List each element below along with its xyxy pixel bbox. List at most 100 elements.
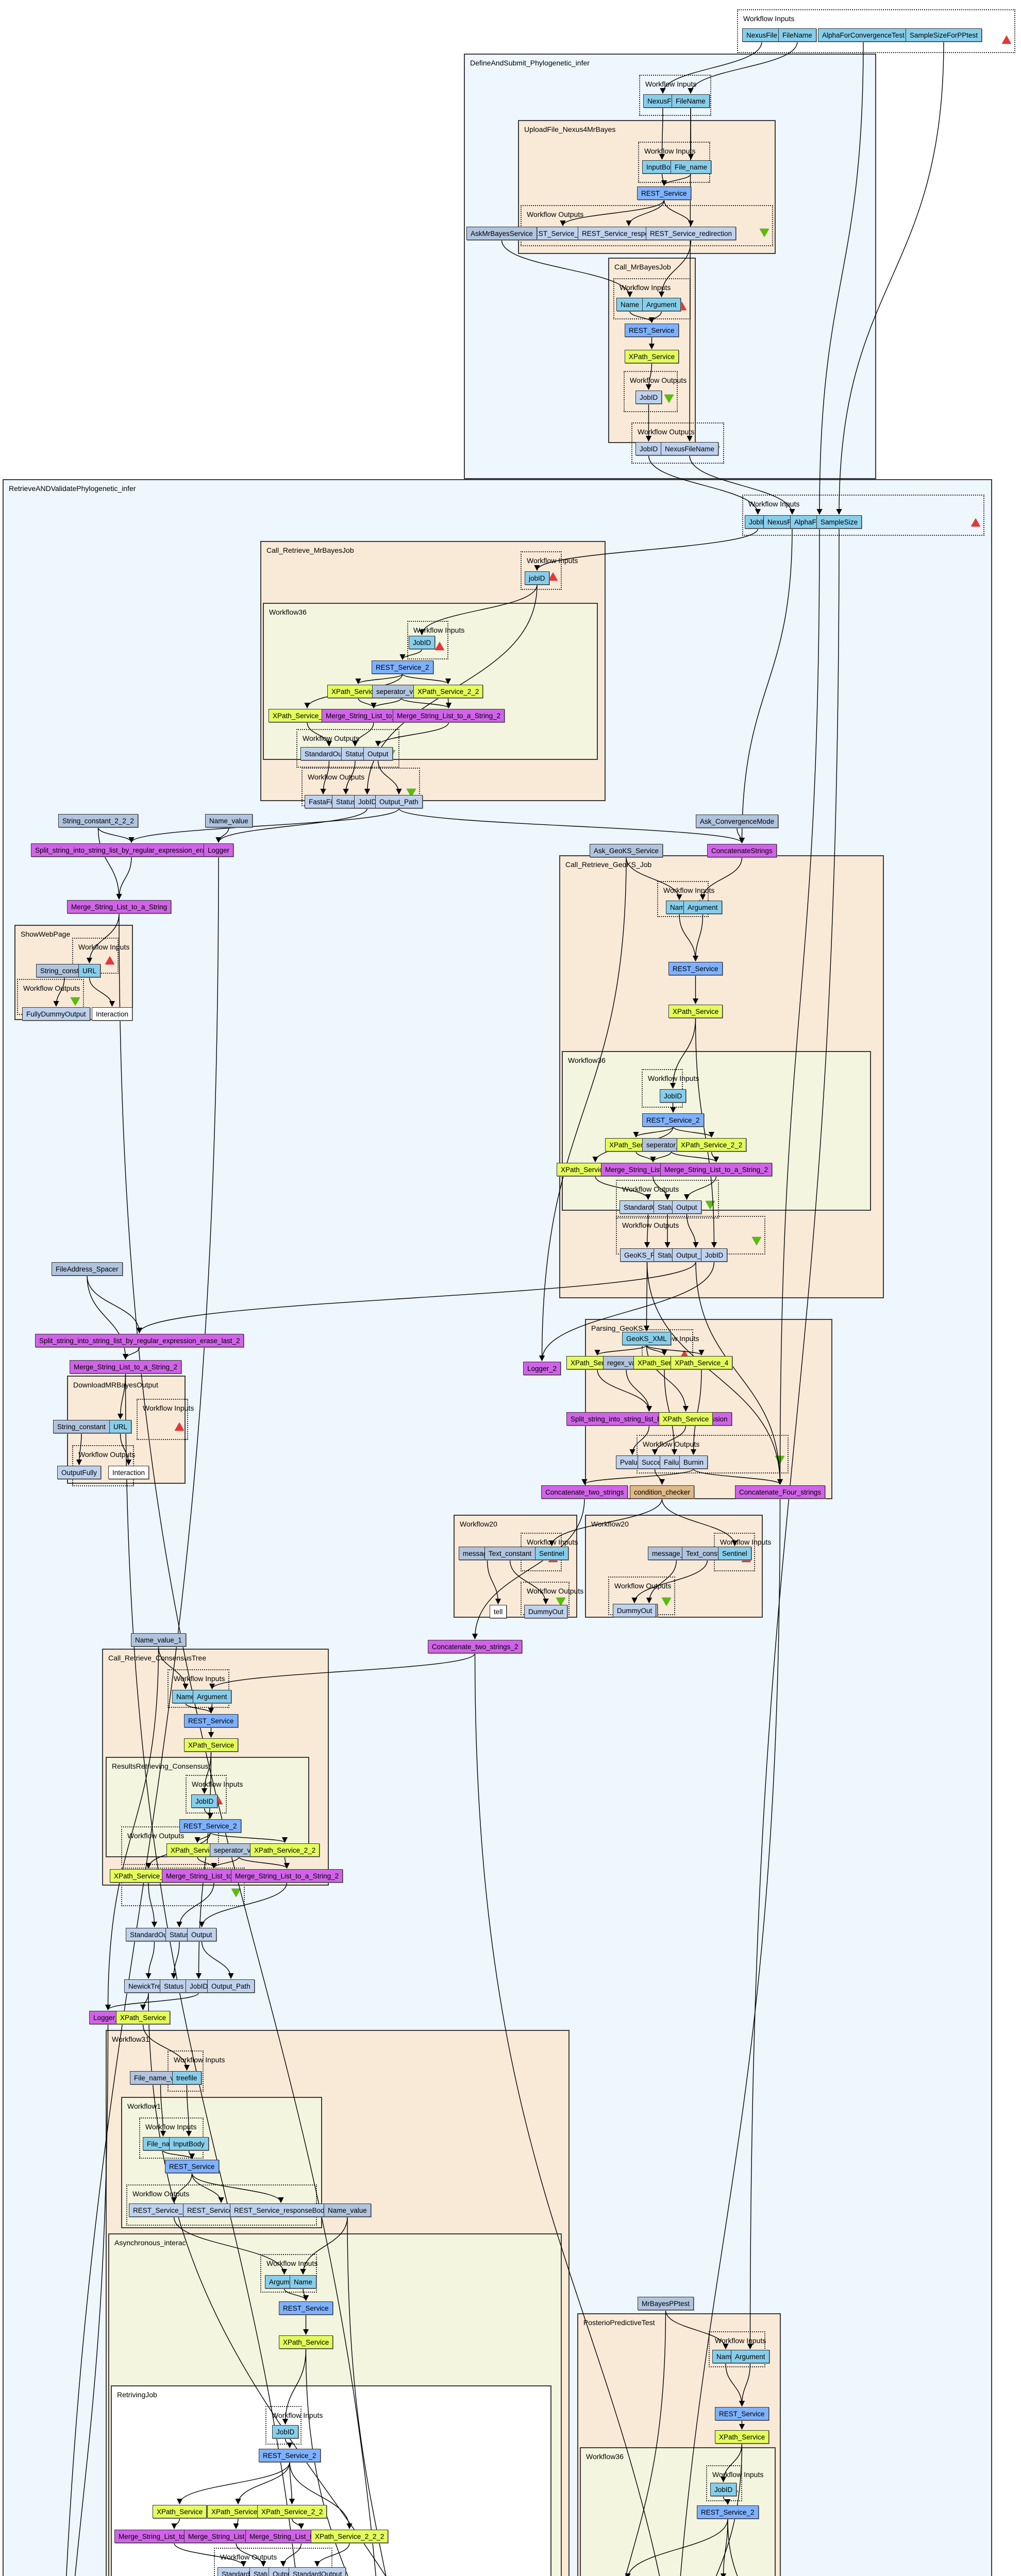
node-rest-ppt-rest[interactable]: REST_Service [715,2407,769,2420]
node-xpath-crm-w-x22[interactable]: XPath_Service_2_2 [413,685,483,698]
node-cond-cond[interactable]: condition_checker [630,1485,694,1499]
node-in-crm-w-job[interactable]: JobID [409,636,436,649]
node-in-pg-xml[interactable]: GeoKS_XML [622,1332,671,1345]
node-out-crg-w-out[interactable]: Output [672,1200,701,1214]
node-const-ask-mb[interactable]: AskMrBayesService [466,227,537,240]
node-local-split2[interactable]: Split_string_into_string_list_by_regular… [35,1334,244,1347]
node-out-das-job[interactable]: JobID [635,442,662,455]
node-xpath-crg-xp[interactable]: XPath_Service [668,1005,723,1018]
node-const-sc222[interactable]: String_constant_2_2_2 [58,814,138,827]
node-in-asy-name[interactable]: Name [290,2275,317,2289]
node-in-crc-arg[interactable]: Argument [193,1690,231,1703]
node-rest-crg-rest[interactable]: REST_Service [668,962,723,975]
node-rest-crg-w-rest[interactable]: REST_Service_2 [642,1113,704,1127]
node-rest-w1-rest[interactable]: REST_Service [165,2160,219,2173]
node-xpath-ppt-xp[interactable]: XPath_Service [715,2430,769,2444]
node-in-w20a-sen[interactable]: Sentinel [535,1547,568,1560]
node-in-w20b-sen[interactable]: Sentinel [718,1547,751,1560]
node-rest-rj-rest[interactable]: REST_Service_2 [259,2449,321,2462]
node-local-c4s[interactable]: Concatenate_Four_strings [735,1485,826,1499]
node-rest-crm-w-rest[interactable]: REST_Service_2 [372,660,433,674]
node-local-merge-a[interactable]: Merge_String_List_to_a_String [67,900,172,913]
node-out-crm-w-out[interactable]: Output [363,747,393,760]
node-inter-w20a-tell[interactable]: tell [490,1605,507,1618]
node-const-ask-conv[interactable]: Ask_ConvergenceMode [696,815,779,828]
node-local-c2s2[interactable]: Concatenate_two_strings_2 [428,1640,523,1653]
node-in-rav-ss[interactable]: SampleSize [816,515,862,529]
node-const-nv1[interactable]: Name_value_1 [131,1633,186,1647]
node-const-w31-nv[interactable]: Name_value [324,2204,371,2217]
node-local-logger[interactable]: Logger [204,843,234,857]
node-rest-crc-rest[interactable]: REST_Service [184,1714,238,1727]
node-in-t-alpha[interactable]: AlphaForConvergenceTest [818,28,909,42]
node-in-t-nexus[interactable]: NexusFile [742,28,782,42]
node-out-rj-so[interactable]: StandardOutput [289,2567,346,2576]
node-xpath-rj-x22[interactable]: XPath_Service_2_2 [257,2505,327,2518]
node-in-crm-job[interactable]: jobID [525,571,549,585]
node-out-rrc-out[interactable]: Output [187,1928,216,1941]
node-xpath-rj-x[interactable]: XPath_Service [153,2505,207,2518]
node-xpath-xp-main[interactable]: XPath_Service [116,2011,171,2024]
node-xpath-rrc-x22[interactable]: XPath_Service_2_2 [250,1843,320,1857]
node-in-swp-url[interactable]: URL [78,964,101,977]
node-out-crc-st[interactable]: Status [160,1979,188,1993]
node-out-crm-w-st[interactable]: Status [341,747,370,760]
node-const-w20a-txt[interactable]: Text_constant [484,1547,536,1560]
node-out-swp-fdo[interactable]: FullyDummyOutput [22,1007,90,1021]
node-in-w1-body[interactable]: InputBody [169,2137,209,2150]
node-rest-ppt-w-rest[interactable]: REST_Service_2 [697,2505,759,2519]
node-inter-dmo-int[interactable]: Interaction [108,1466,149,1479]
node-in-cmj-arg[interactable]: Argument [642,298,681,311]
node-in-upl-fn[interactable]: File_name [671,160,712,174]
node-out-w1-o3[interactable]: REST_Service_responseBody [230,2204,332,2217]
node-rest-upl-rest[interactable]: REST_Service [637,187,691,200]
node-local-crm-w-m2[interactable]: Merge_String_List_to_a_String_2 [393,709,505,722]
node-in-das-fname[interactable]: FileName [672,94,710,108]
node-const-dmo-sc[interactable]: String_constant [53,1420,110,1433]
node-out-das-nfn[interactable]: NexusFileName [661,442,719,455]
node-out-crc-op[interactable]: Output_Path [207,1979,255,1993]
node-const-fas[interactable]: FileAddress_Spacer [52,1262,123,1276]
node-in-crg-w-job[interactable]: JobID [660,1089,687,1103]
node-local-merge-b[interactable]: Merge_String_List_to_a_String_2 [70,1360,182,1374]
node-out-w20a-dum[interactable]: DummyOut [524,1605,568,1618]
node-in-ppt-w-job[interactable]: JobID [710,2483,737,2496]
node-const-ask-geo[interactable]: Ask_GeoKS_Service [590,844,663,857]
node-in-ppt-arg[interactable]: Argument [731,2350,769,2363]
node-out-crg-jid[interactable]: JobID [701,1248,728,1262]
node-out-w20b-dum[interactable]: DummyOut [613,1604,657,1617]
node-rest-rrc-rest[interactable]: REST_Service_2 [179,1819,241,1833]
node-const-nv0[interactable]: Name_value [205,814,253,827]
node-out-cmj-job[interactable]: JobID [635,391,662,404]
node-out-crm-op[interactable]: Output_Path [375,795,423,808]
node-in-rrc-job[interactable]: JobID [191,1794,218,1808]
node-rest-cmj-rest[interactable]: REST_Service [625,324,679,337]
node-out-dmo-of[interactable]: OutputFully [57,1466,102,1479]
node-xpath-crc-xp[interactable]: XPath_Service [184,1738,239,1752]
cluster-label: Workflow Inputs [644,147,696,155]
node-in-crg-arg[interactable]: Argument [683,901,722,914]
node-in-t-ss[interactable]: SampleSizeForPPtest [906,28,982,42]
node-in-dmo-url[interactable]: URL [109,1420,132,1433]
node-in-rj-job[interactable]: JobID [272,2425,299,2438]
node-xpath-pg-xp[interactable]: XPath_Service [659,1412,713,1426]
node-xpath-pg-x4[interactable]: XPath_Service_4 [671,1356,733,1369]
node-in-cmj-name[interactable]: Name [616,298,644,311]
node-out-pg-burn[interactable]: Burnin [679,1455,708,1469]
node-inter-swp-int[interactable]: Interaction [92,1007,133,1021]
node-local-logger2[interactable]: Logger_2 [523,1362,561,1375]
node-local-crg-w-m2[interactable]: Merge_String_List_to_a_String_2 [660,1163,773,1176]
node-xpath-crg-w-x22[interactable]: XPath_Service_2_2 [677,1138,747,1151]
node-const-mbpp[interactable]: MrBayesPPtest [638,2297,694,2310]
node-local-c2s[interactable]: Concatenate_two_strings [541,1485,628,1499]
node-in-w31-tree[interactable]: treefile [172,2071,202,2084]
node-xpath-rj-x222[interactable]: XPath_Service_2_2_2 [311,2530,389,2543]
node-local-concat[interactable]: ConcatenateStrings [707,844,777,857]
node-xpath-cmj-xp[interactable]: XPath_Service [625,350,679,363]
node-xpath-asy-xp[interactable]: XPath_Service [279,2335,333,2349]
node-out-upl-o3[interactable]: REST_Service_redirection [646,227,737,240]
node-in-t-fname[interactable]: FileName [778,28,816,42]
node-local-rrc-m2[interactable]: Merge_String_List_to_a_String_2 [231,1869,343,1883]
node-local-split1[interactable]: Split_string_into_string_list_by_regular… [31,843,232,857]
node-rest-asy-rest[interactable]: REST_Service [279,2301,333,2315]
